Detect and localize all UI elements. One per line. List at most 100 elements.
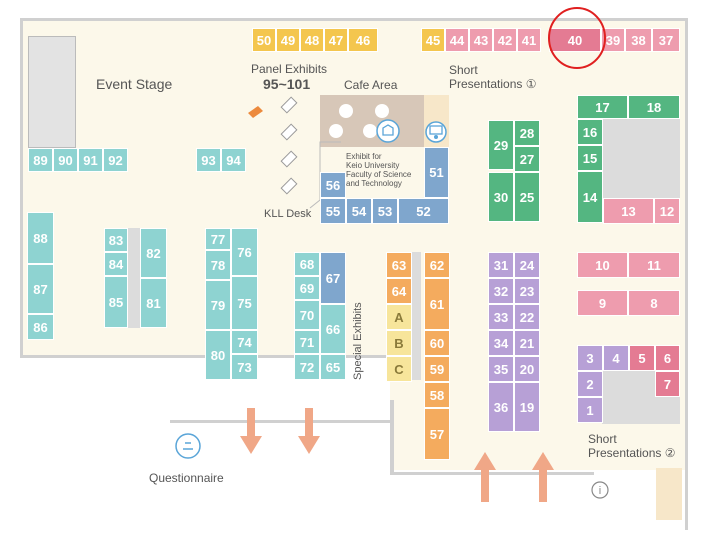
booth-17[interactable]: 17 — [577, 95, 628, 119]
booth-86[interactable]: 86 — [27, 314, 54, 340]
booth-55[interactable]: 55 — [320, 198, 346, 224]
booth-63[interactable]: 63 — [386, 252, 412, 278]
booth-34[interactable]: 34 — [488, 330, 514, 356]
booth-91[interactable]: 91 — [78, 148, 103, 172]
booth-51[interactable]: 51 — [424, 147, 449, 198]
booth-21[interactable]: 21 — [514, 330, 540, 356]
booth-15[interactable]: 15 — [577, 145, 603, 171]
booth-74[interactable]: 74 — [231, 330, 258, 354]
booth-40[interactable]: 40 — [549, 28, 601, 52]
booth-37[interactable]: 37 — [652, 28, 680, 52]
booth-58[interactable]: 58 — [424, 382, 450, 408]
booth-4[interactable]: 4 — [603, 345, 629, 371]
booth-89[interactable]: 89 — [28, 148, 53, 172]
booth-45[interactable]: 45 — [421, 28, 445, 52]
booth-68[interactable]: 68 — [294, 252, 320, 276]
booth-28[interactable]: 28 — [514, 120, 540, 146]
booth-62[interactable]: 62 — [424, 252, 450, 278]
booth-20[interactable]: 20 — [514, 356, 540, 382]
seating-area — [92, 32, 244, 142]
booth-92[interactable]: 92 — [103, 148, 128, 172]
booth-57[interactable]: 57 — [424, 408, 450, 460]
booth-27[interactable]: 27 — [514, 146, 540, 172]
booth-76[interactable]: 76 — [231, 228, 258, 276]
booth-38[interactable]: 38 — [625, 28, 652, 52]
booth-54[interactable]: 54 — [346, 198, 372, 224]
cafe-tables-icon — [329, 104, 389, 138]
booth-23[interactable]: 23 — [514, 278, 540, 304]
booth-B[interactable]: B — [386, 330, 412, 356]
booth-18[interactable]: 18 — [628, 95, 680, 119]
booth-43[interactable]: 43 — [469, 28, 493, 52]
booth-52[interactable]: 52 — [398, 198, 449, 224]
booth-94[interactable]: 94 — [221, 148, 246, 172]
booth-13[interactable]: 13 — [603, 198, 654, 224]
booth-90[interactable]: 90 — [53, 148, 78, 172]
booth-69[interactable]: 69 — [294, 276, 320, 300]
booth-56[interactable]: 56 — [320, 172, 346, 198]
booth-2[interactable]: 2 — [577, 371, 603, 397]
booth-19[interactable]: 19 — [514, 382, 540, 432]
cafe-area — [320, 95, 424, 147]
booth-66[interactable]: 66 — [320, 304, 346, 354]
booth-3[interactable]: 3 — [577, 345, 603, 371]
booth-87[interactable]: 87 — [27, 264, 54, 314]
questionnaire-label: Questionnaire — [149, 471, 224, 485]
booth-47[interactable]: 47 — [324, 28, 348, 52]
booth-78[interactable]: 78 — [205, 250, 231, 280]
booth-35[interactable]: 35 — [488, 356, 514, 382]
booth-14[interactable]: 14 — [577, 171, 603, 223]
booth-60[interactable]: 60 — [424, 330, 450, 356]
booth-80[interactable]: 80 — [205, 330, 231, 380]
booth-71[interactable]: 71 — [294, 330, 320, 354]
booth-8[interactable]: 8 — [628, 290, 680, 316]
booth-53[interactable]: 53 — [372, 198, 398, 224]
booth-73[interactable]: 73 — [231, 354, 258, 380]
booth-81[interactable]: 81 — [140, 278, 167, 328]
booth-59[interactable]: 59 — [424, 356, 450, 382]
booth-77[interactable]: 77 — [205, 228, 231, 250]
booth-12[interactable]: 12 — [654, 198, 680, 224]
booth-65[interactable]: 65 — [320, 354, 346, 380]
booth-31[interactable]: 31 — [488, 252, 514, 278]
booth-10[interactable]: 10 — [577, 252, 628, 278]
booth-25[interactable]: 25 — [514, 172, 540, 222]
booth-1[interactable]: 1 — [577, 397, 603, 423]
booth-75[interactable]: 75 — [231, 276, 258, 330]
booth-6[interactable]: 6 — [655, 345, 680, 371]
booth-82[interactable]: 82 — [140, 228, 167, 278]
booth-50[interactable]: 50 — [252, 28, 276, 52]
booth-41[interactable]: 41 — [517, 28, 541, 52]
booth-32[interactable]: 32 — [488, 278, 514, 304]
booth-61[interactable]: 61 — [424, 278, 450, 330]
booth-42[interactable]: 42 — [493, 28, 517, 52]
booth-67[interactable]: 67 — [320, 252, 346, 304]
booth-88[interactable]: 88 — [27, 212, 54, 264]
booth-85[interactable]: 85 — [104, 276, 128, 328]
booth-64[interactable]: 64 — [386, 278, 412, 304]
booth-46[interactable]: 46 — [348, 28, 378, 52]
booth-30[interactable]: 30 — [488, 172, 514, 222]
booth-44[interactable]: 44 — [445, 28, 469, 52]
booth-48[interactable]: 48 — [300, 28, 324, 52]
booth-C[interactable]: C — [386, 356, 412, 382]
booth-33[interactable]: 33 — [488, 304, 514, 330]
booth-24[interactable]: 24 — [514, 252, 540, 278]
booth-49[interactable]: 49 — [276, 28, 300, 52]
booth-72[interactable]: 72 — [294, 354, 320, 380]
booth-70[interactable]: 70 — [294, 300, 320, 330]
booth-9[interactable]: 9 — [577, 290, 628, 316]
booth-5[interactable]: 5 — [629, 345, 655, 371]
booth-79[interactable]: 79 — [205, 280, 231, 330]
booth-93[interactable]: 93 — [196, 148, 221, 172]
booth-22[interactable]: 22 — [514, 304, 540, 330]
booth-84[interactable]: 84 — [104, 252, 128, 276]
booth-29[interactable]: 29 — [488, 120, 514, 170]
booth-16[interactable]: 16 — [577, 119, 603, 145]
booth-36[interactable]: 36 — [488, 382, 514, 432]
booth-83[interactable]: 83 — [104, 228, 128, 252]
booth-11[interactable]: 11 — [628, 252, 680, 278]
booth-7[interactable]: 7 — [655, 371, 680, 397]
keio-exhibit-label: Exhibit for Keio University Faculty of S… — [346, 152, 412, 188]
booth-A[interactable]: A — [386, 304, 412, 330]
